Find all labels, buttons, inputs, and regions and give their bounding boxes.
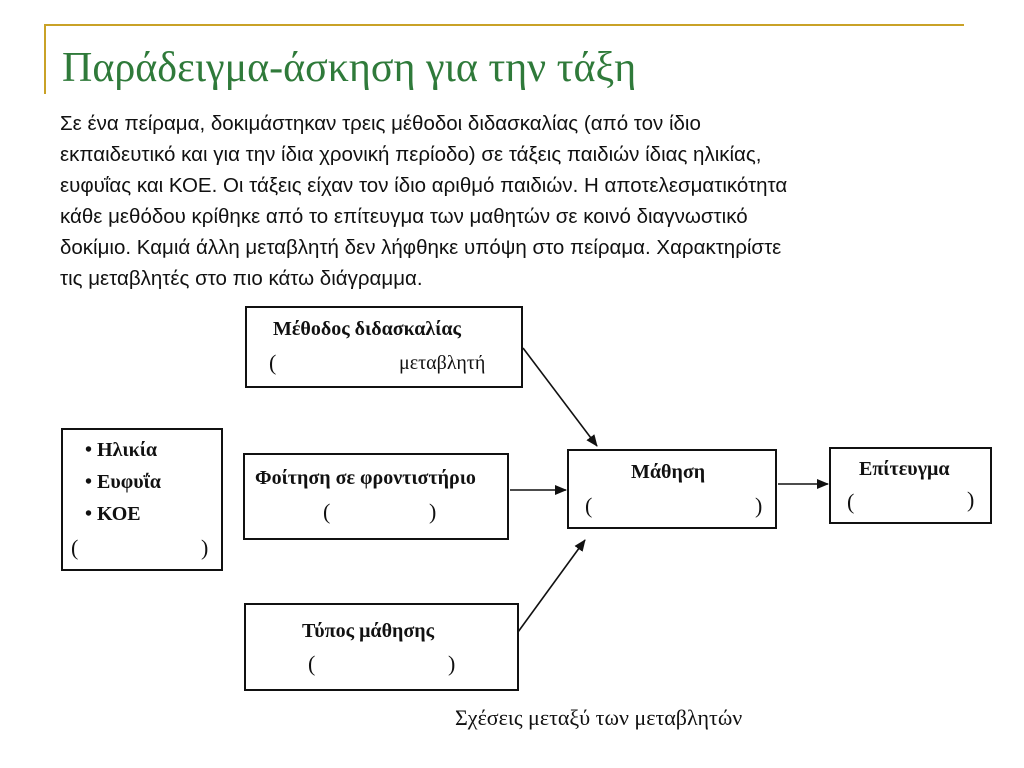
- accent-left-line: [44, 24, 46, 94]
- learning-label: Μάθηση: [631, 461, 706, 483]
- tutoring-box: Φοίτηση σε φροντιστήριο ( ): [243, 453, 509, 540]
- control-item: • ΚΟΕ: [85, 503, 141, 525]
- method-variable-word: μεταβλητή: [399, 352, 486, 374]
- control-item: • Ηλικία: [85, 439, 158, 461]
- achievement-label: Επίτευγμα: [859, 458, 950, 480]
- slide-title: Παράδειγμα-άσκηση για την τάξη: [62, 45, 637, 91]
- tutoring-label: Φοίτηση σε φροντιστήριο: [255, 467, 476, 489]
- method-box: Μέθοδος διδασκαλίας ( μεταβλητή: [245, 306, 523, 388]
- diagram-caption: Σχέσεις μεταξύ των μεταβλητών: [455, 705, 743, 730]
- arrow-type-to-learning: [517, 539, 586, 633]
- paragraph-line: δοκίμιο. Καμιά άλλη μεταβλητή δεν λήφθηκ…: [60, 236, 782, 259]
- method-open-paren: (: [269, 350, 277, 375]
- achievement-open-paren: (: [847, 489, 855, 514]
- paragraph-line: κάθε μεθόδου κρίθηκε από το επίτευγμα τω…: [60, 205, 748, 228]
- learning-box: Μάθηση ( ): [567, 449, 777, 529]
- paragraph-line: τις μεταβλητές στο πιο κάτω διάγραμμα.: [60, 267, 423, 290]
- controls-close-paren: ): [201, 535, 209, 560]
- paragraph-line: εκπαιδευτικό και για την ίδια χρονική πε…: [60, 143, 762, 166]
- achievement-box: Επίτευγμα ( ): [829, 447, 992, 524]
- paragraph-line: Σε ένα πείραμα, δοκιμάστηκαν τρεις μέθοδ…: [60, 112, 701, 135]
- control-item: • Ευφυΐα: [85, 471, 161, 493]
- learning-type-box: Τύπος μάθησης ( ): [244, 603, 519, 691]
- accent-top-line: [44, 24, 964, 26]
- learning-type-open-paren: (: [308, 651, 316, 676]
- learning-type-close-paren: ): [448, 651, 456, 676]
- controls-open-paren: (: [71, 535, 79, 560]
- learning-close-paren: ): [755, 493, 763, 518]
- problem-paragraph: Σε ένα πείραμα, δοκιμάστηκαν τρεις μέθοδ…: [60, 108, 1010, 294]
- achievement-close-paren: ): [967, 487, 975, 512]
- controls-box: • Ηλικία • Ευφυΐα • ΚΟΕ ( ): [61, 428, 223, 571]
- tutoring-open-paren: (: [323, 499, 331, 524]
- learning-type-label: Τύπος μάθησης: [302, 620, 435, 642]
- paragraph-line: ευφυΐας και ΚΟΕ. Οι τάξεις είχαν τον ίδι…: [60, 174, 788, 197]
- tutoring-close-paren: ): [429, 499, 437, 524]
- method-label: Μέθοδος διδασκαλίας: [273, 318, 461, 340]
- arrow-method-to-learning: [522, 347, 598, 447]
- learning-open-paren: (: [585, 493, 593, 518]
